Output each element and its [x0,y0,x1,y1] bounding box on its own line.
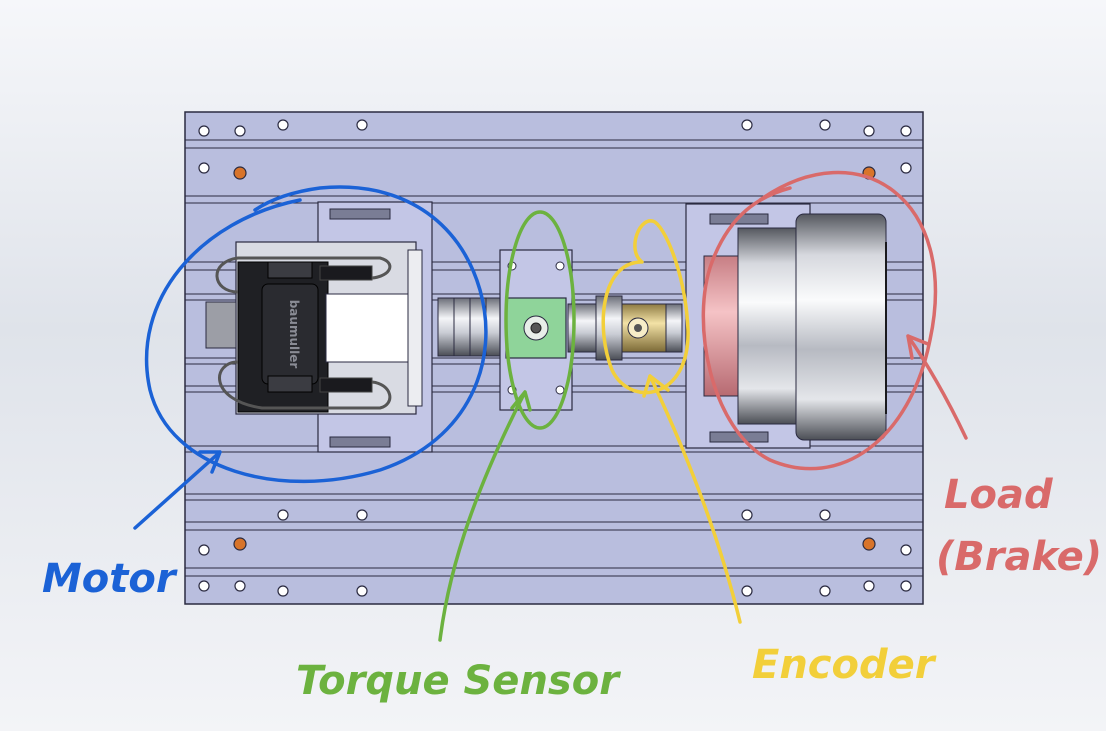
motor-brand-label: baumuller [287,300,301,369]
encoder-annotation: Encoder [601,219,937,688]
load-label-line1: Load [944,472,1053,518]
coupling-shaft-1 [437,297,503,357]
load-annotation: Load (Brake) [701,170,1102,580]
motor-label: Motor [42,556,178,602]
mounting-holes [198,119,912,597]
encoder-label: Encoder [752,642,937,688]
motor-assembly: baumuller [205,201,433,453]
motor-annotation: Motor [42,185,488,602]
torque-sensor-label: Torque Sensor [296,658,621,704]
torque-sensor-annotation: Torque Sensor [296,210,621,704]
encoder-assembly [595,295,683,361]
dowel-holes [233,166,876,551]
torque-sensor-assembly [499,249,597,411]
load-label-line2: (Brake) [936,534,1102,580]
brake-assembly [685,203,887,449]
